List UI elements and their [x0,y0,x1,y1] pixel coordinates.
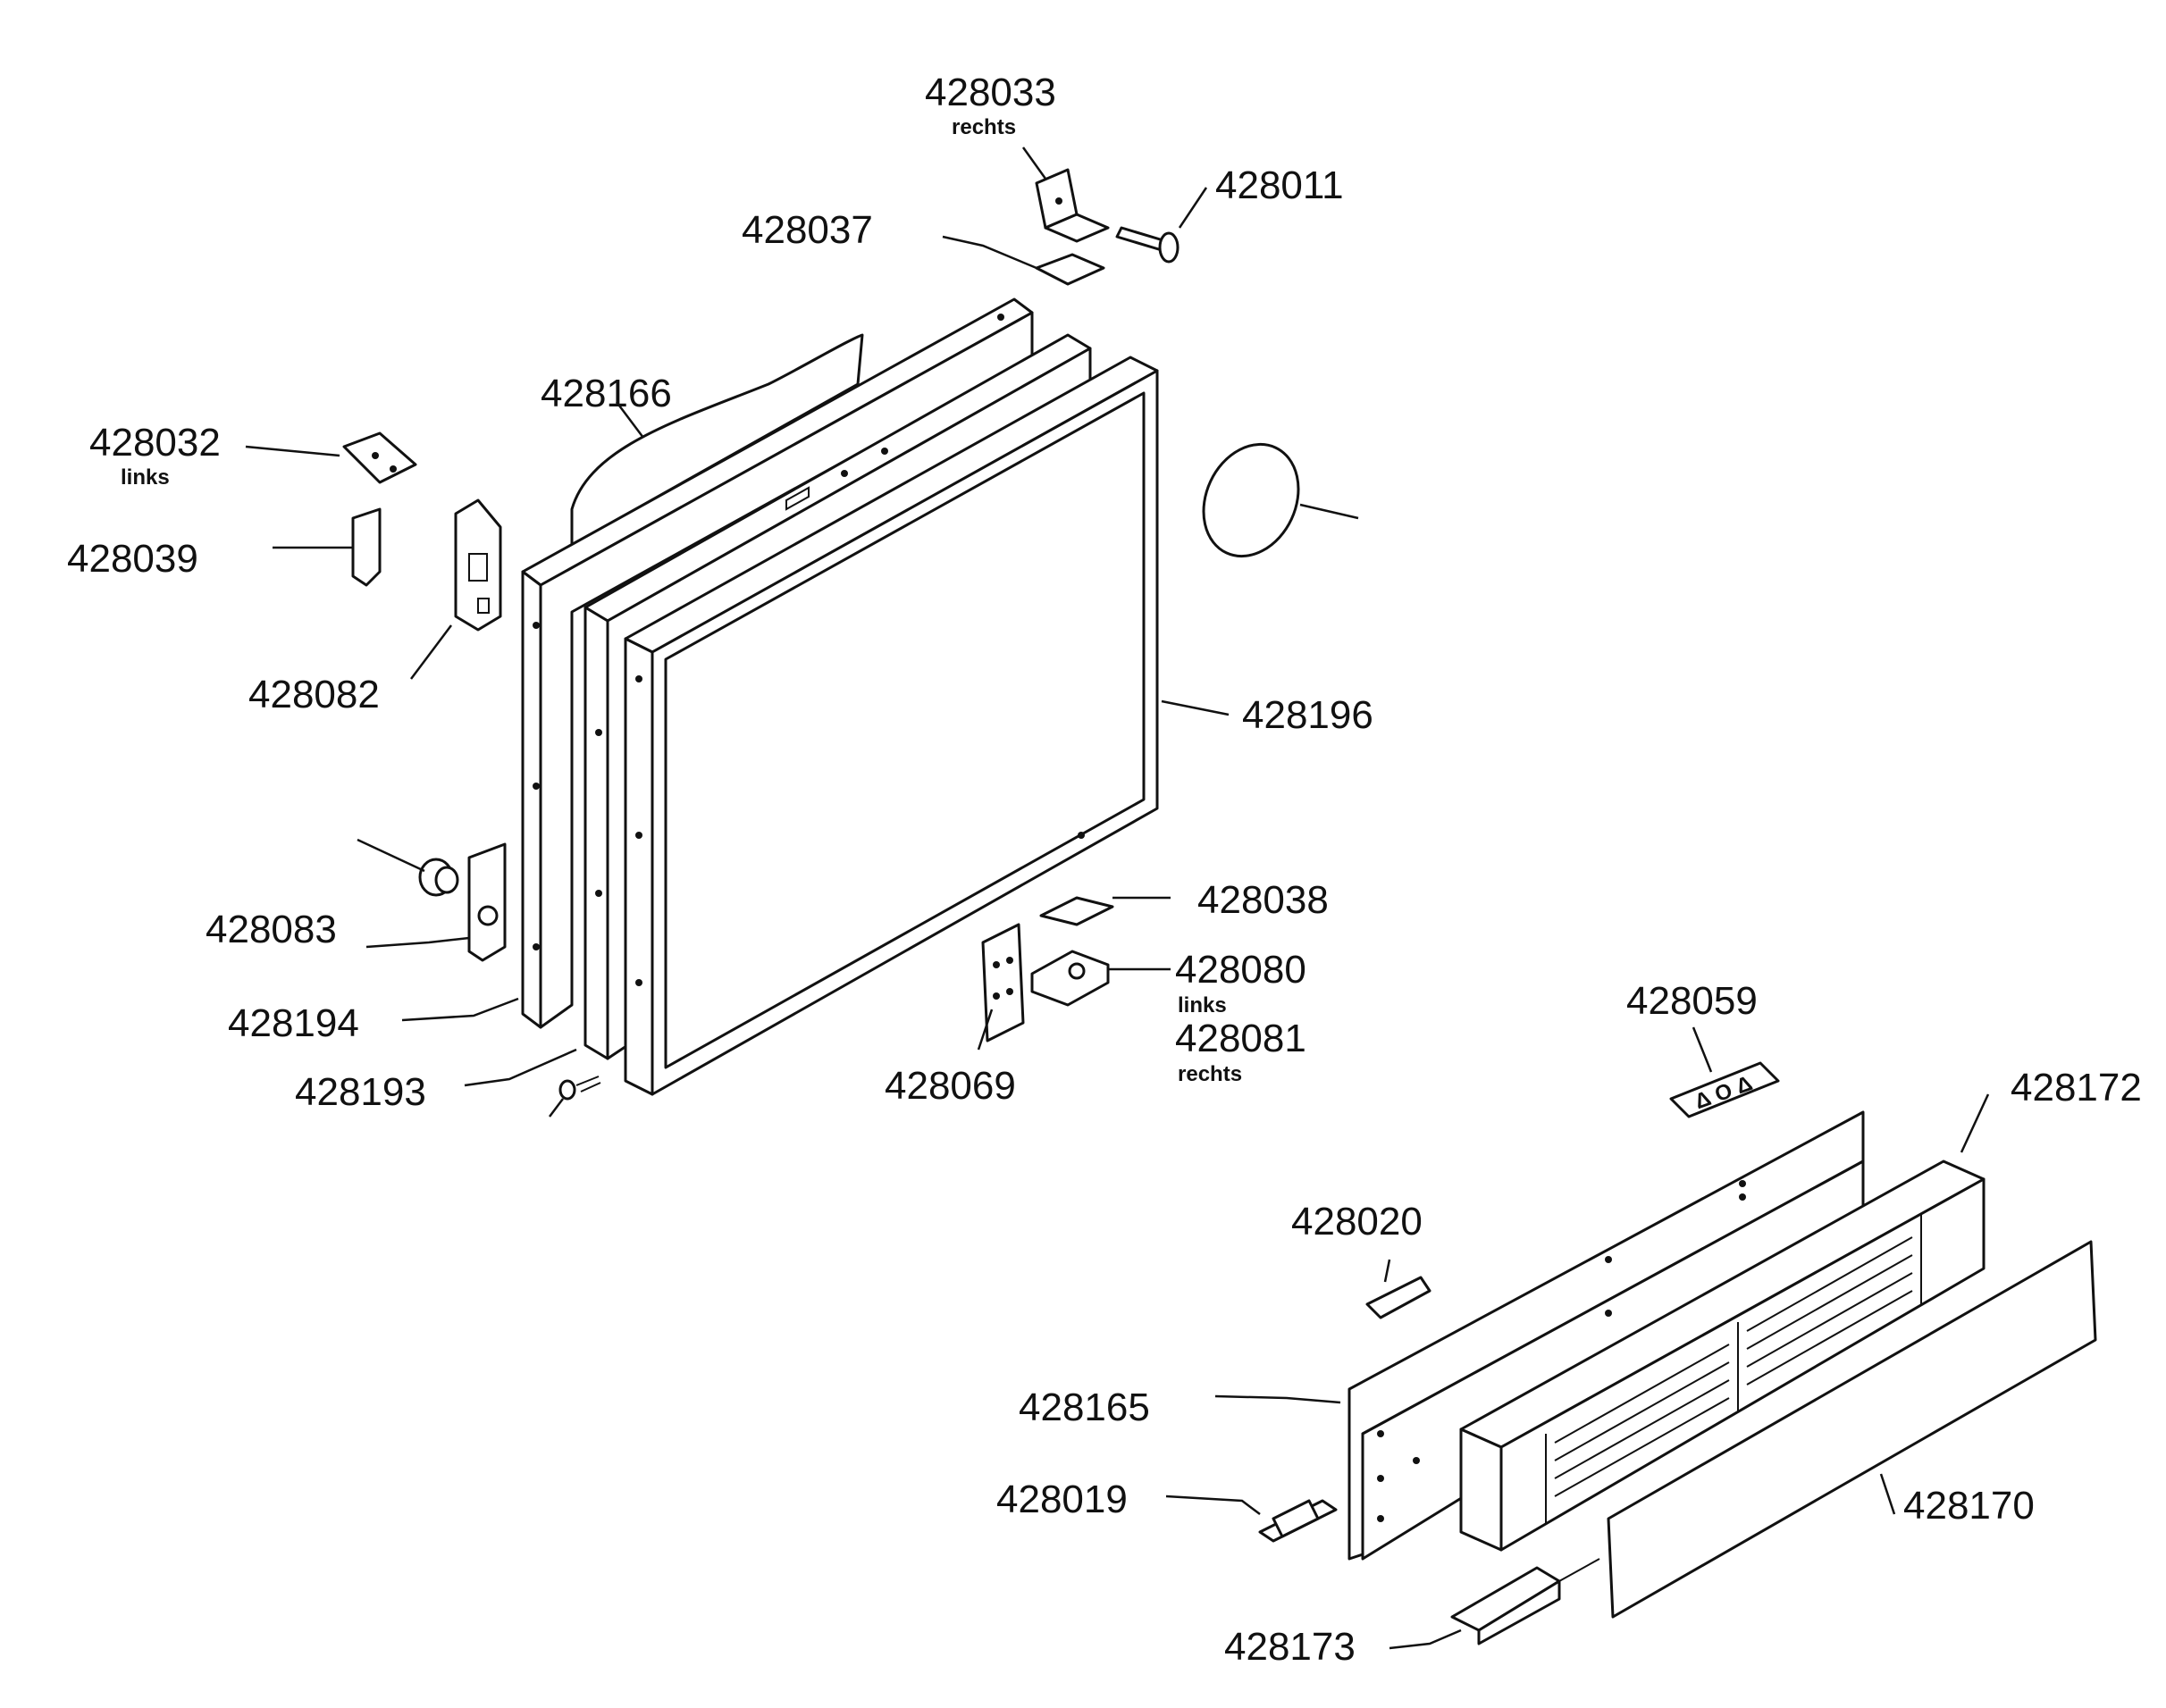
front-frame [624,356,1159,1096]
label-428032: 428032 [89,421,221,465]
label-428196: 428196 [1242,693,1373,737]
bolt [1115,226,1180,264]
hinge-bracket-left [342,431,417,484]
label-428165: 428165 [1019,1386,1150,1429]
label-428082: 428082 [248,673,380,716]
leader-lines [245,147,1990,1650]
cover-panel [1607,1240,2097,1619]
label-428170: 428170 [1903,1484,2035,1528]
door-frame-assembly [521,297,1159,1096]
lower-hinge [981,923,1025,1042]
hinge-bracket-right [1035,168,1110,243]
label-428081-note: rechts [1178,1062,1242,1086]
vent-grille [1459,1160,1986,1552]
knob-plate [467,842,507,962]
label-428172: 428172 [2011,1066,2142,1109]
label-428193: 428193 [295,1070,426,1114]
label-428037: 428037 [742,208,873,252]
label-428011: 428011 [1215,163,1344,207]
label-428069: 428069 [885,1064,1016,1108]
label-428020: 428020 [1291,1200,1423,1243]
clip [1365,1276,1431,1319]
end-cap-rail [1450,1558,1600,1645]
mount-block [1258,1499,1338,1543]
screw [558,1076,601,1101]
symbol-plate: Δ O Δ [1669,1061,1780,1118]
knob [418,858,459,897]
strike-plate [1039,896,1114,926]
lower-bracket [1030,950,1110,1007]
gasket-ring-leader [1299,503,1359,520]
label-428039: 428039 [67,537,198,581]
label-428080-note: links [1178,993,1227,1017]
label-428081: 428081 [1175,1017,1306,1060]
label-428083: 428083 [206,908,337,951]
latch [351,507,382,587]
label-428080: 428080 [1175,948,1306,992]
gasket-ring [1202,442,1300,558]
label-428033: 428033 [925,71,1056,114]
part-labels: 428033 rechts 428011 428037 428166 42803… [67,71,2142,1669]
label-428166: 428166 [541,372,672,415]
label-428194: 428194 [228,1001,359,1045]
label-428032-note: links [121,465,170,490]
label-428019: 428019 [996,1478,1128,1521]
door-lock [454,498,502,632]
label-428059: 428059 [1626,979,1758,1023]
label-428033-note: rechts [952,115,1016,139]
hinge-plate [1035,253,1105,286]
label-428038: 428038 [1197,878,1329,922]
label-428173: 428173 [1224,1625,1356,1669]
